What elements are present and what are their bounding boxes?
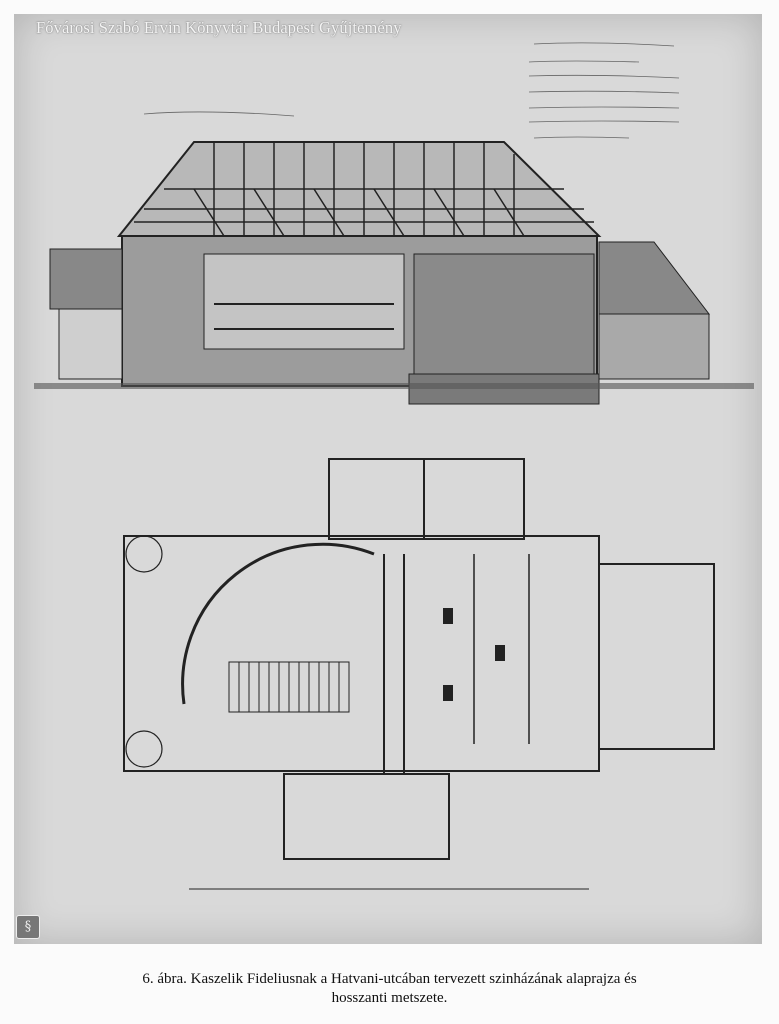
ground-floor-plan (123, 458, 715, 890)
longitudinal-section (34, 141, 754, 405)
handwritten-notes (143, 42, 680, 139)
library-watermark: Fővárosi Szabó Ervin Könyvtár Budapest G… (36, 18, 402, 37)
caption-line-2: hosszanti metszete. (331, 990, 448, 1006)
caption-line-1: 6. ábra. Kaszelik Fideliusnak a Hatvani-… (142, 971, 637, 987)
library-logo-icon: § (16, 915, 40, 939)
figure-caption: 6. ábra. Kaszelik Fideliusnak a Hatvani-… (0, 970, 779, 1008)
theatre-architectural-drawing (34, 42, 754, 890)
